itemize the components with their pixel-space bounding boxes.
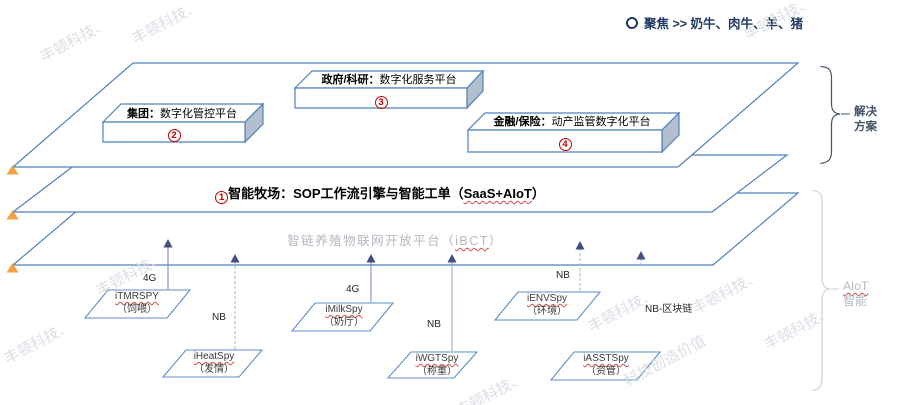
iot-layer-text: 智链养殖物联网开放平台（ <box>287 234 456 248</box>
link-label-nb-blockchain: NB-区块链 <box>645 304 693 315</box>
device-name: iHeatSpy <box>193 351 235 362</box>
gov-box-number: 3 <box>295 90 467 110</box>
device-iheatspy-label: iHeatSpy （发情） <box>170 351 258 376</box>
saas-aiot-text: SaaS+AIoT <box>463 186 532 201</box>
device-name: iASSTSpy <box>583 353 629 364</box>
focus-text: 聚焦 >> 奶牛、肉牛、羊、猪 <box>644 17 804 31</box>
device-iasstspy-shape <box>549 351 662 381</box>
device-caption: （称重） <box>417 365 457 377</box>
plane-corner-marker-icon <box>6 165 19 175</box>
solution-brace <box>820 65 841 165</box>
group-box-title-rest: 数字化管控平台 <box>160 108 237 120</box>
aiot-brace <box>811 189 831 392</box>
device-iasstspy-label: iASSTSpy （资管） <box>560 353 652 378</box>
group-box-number: 2 <box>103 123 245 143</box>
circled-number: 1 <box>215 191 229 205</box>
link-label-nb: NB <box>212 312 226 323</box>
saas-layer-text: 智能牧场：SOP工作流引擎与智能工单（ <box>228 186 464 201</box>
device-ienvspy-shape <box>493 291 602 321</box>
gov-box-title: 政府/科研：数字化服务平台 <box>297 71 481 87</box>
solution-bracket-label: 解决 方案 <box>854 105 877 135</box>
iot-layer-caption: 智链养殖物联网开放平台（iBCT） <box>190 230 600 249</box>
device-itmrspy-shape <box>83 289 192 319</box>
plane-corner-marker-icon <box>6 210 19 220</box>
link-label-4g: 4G <box>143 273 157 284</box>
group-box-title: 集团：数字化管控平台 <box>104 105 260 121</box>
device-caption: （奶厅） <box>324 316 364 328</box>
link-label-nb: NB <box>427 319 441 330</box>
up-arrowhead-icon <box>636 251 646 260</box>
finance-box-title-rest: 动产监管数字化平台 <box>551 116 651 128</box>
up-arrowhead-icon <box>230 254 240 263</box>
circled-number: 4 <box>558 138 572 152</box>
link-label-nb: NB <box>556 270 570 281</box>
finance-box-number: 4 <box>468 132 662 152</box>
solution-label-line1: 解决 <box>854 106 877 118</box>
group-box-title-prefix: 集团： <box>127 108 160 120</box>
device-imilkspy-shape <box>290 302 395 332</box>
saas-plane <box>11 154 789 213</box>
device-ienvspy-label: iENVSpy （环境） <box>503 293 591 318</box>
device-caption: （环境） <box>527 305 567 317</box>
aiot-label-line2: 智能 <box>843 294 868 308</box>
aiot-bracket-label: AIoT 智能 <box>843 279 868 309</box>
device-caption: （饲喂） <box>117 303 157 315</box>
device-name: iENVSpy <box>526 293 567 304</box>
up-arrowhead-icon <box>447 254 457 263</box>
up-arrowhead-icon <box>163 239 173 248</box>
gov-box-title-rest: 数字化服务平台 <box>379 74 457 86</box>
saas-layer-suffix: ） <box>531 186 545 201</box>
ibct-text: iBCT <box>455 234 489 248</box>
gov-box-title-prefix: 政府/科研： <box>321 74 380 86</box>
device-iwgtspy-label: iWGTSpy （称重） <box>393 353 481 378</box>
up-arrowhead-icon <box>575 241 585 250</box>
finance-box-title-prefix: 金融/保险： <box>493 116 552 128</box>
device-iwgtspy-shape <box>386 351 479 379</box>
device-name: iMilkSpy <box>325 304 363 315</box>
device-iheatspy-shape <box>161 349 264 378</box>
device-caption: （资管） <box>586 365 626 377</box>
up-arrowhead-icon <box>366 254 376 263</box>
focus-header: 聚焦 >> 奶牛、肉牛、羊、猪 <box>626 13 803 32</box>
device-name: iTMRSPY <box>115 291 159 302</box>
solution-label-line2: 方案 <box>854 121 877 133</box>
aiot-label-line1: AIoT <box>843 279 869 293</box>
device-caption: （发情） <box>194 363 234 375</box>
device-name: iWGTSpy <box>415 353 459 364</box>
circled-number: 3 <box>374 96 388 110</box>
plane-corner-marker-icon <box>6 263 19 273</box>
link-label-4g: 4G <box>346 284 360 295</box>
iot-layer-suffix: ） <box>488 234 503 248</box>
device-itmrspy-label: iTMRSPY （饲喂） <box>93 291 181 316</box>
device-imilkspy-label: iMilkSpy （奶厅） <box>300 304 388 329</box>
finance-box-title: 金融/保险：动产监管数字化平台 <box>469 113 675 129</box>
circled-number: 2 <box>167 129 181 143</box>
circle-icon <box>626 16 638 29</box>
